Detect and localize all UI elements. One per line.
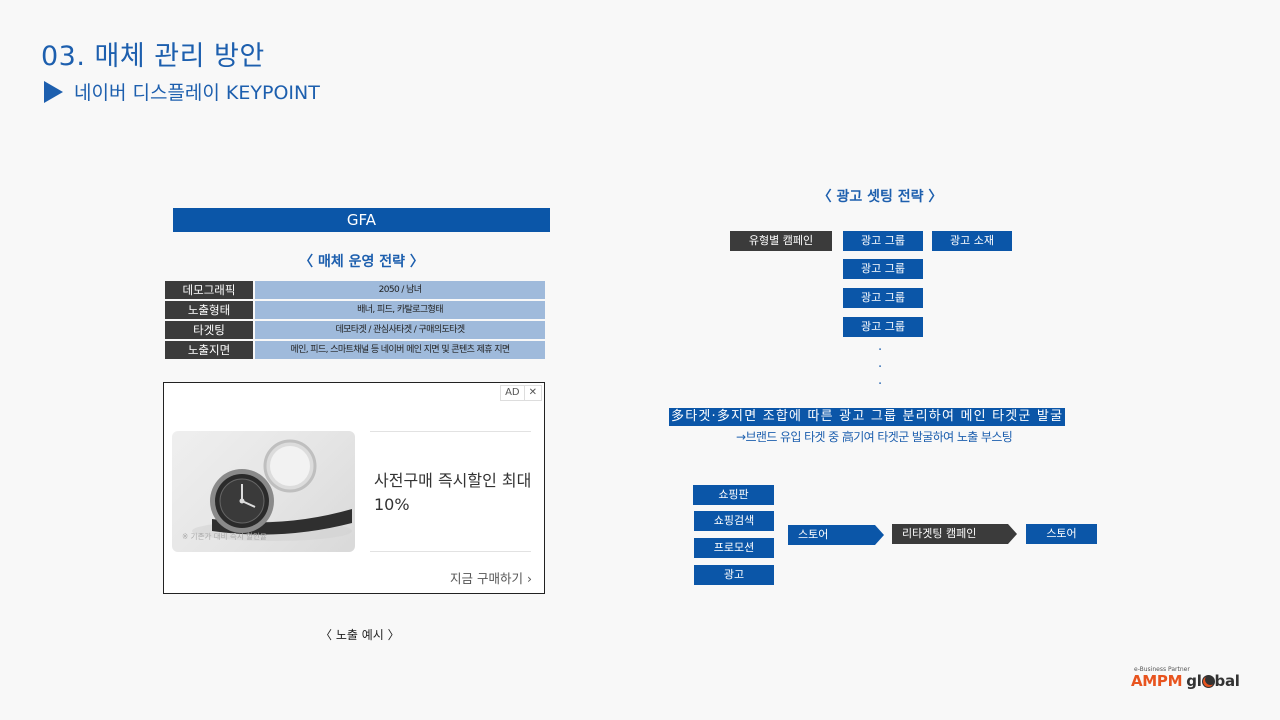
ellipsis-dot: · [878, 343, 883, 358]
strategy-label: 타겟팅 [165, 321, 253, 339]
play-triangle-icon [44, 80, 63, 103]
ampm-global-logo: e-Business Partner AMPM gl bal [1131, 666, 1240, 689]
strategy-value: 배너, 피드, 카탈로그형태 [255, 301, 545, 319]
ad-creative-box: 광고 소재 [932, 231, 1012, 251]
key-strategy-highlight: 多타겟·多지면 조합에 따른 광고 그룹 분리하여 메인 타겟군 발굴 [669, 408, 1066, 426]
gfa-header-bar: GFA [173, 208, 550, 232]
boosting-note: →브랜드 유입 타겟 중 高기여 타겟군 발굴하여 노출 부스팅 [736, 430, 1013, 444]
ellipsis-dot: · [878, 360, 883, 375]
strategy-row: 노출지면 메인, 피드, 스마트채널 등 네이버 메인 지면 및 콘텐츠 제휴 … [165, 341, 545, 359]
buy-now-link[interactable]: 지금 구매하기 › [450, 571, 532, 586]
strategy-row: 데모그래픽 2050 / 남녀 [165, 281, 545, 299]
strategy-value: 2050 / 남녀 [255, 281, 545, 299]
ad-setting-strategy-title: 〈 광고 셋팅 전략 〉 [817, 189, 943, 205]
logo-suffix: gl [1186, 672, 1202, 690]
globe-icon [1201, 674, 1215, 688]
source-shopping-search: 쇼핑검색 [694, 511, 774, 531]
strategy-table: 데모그래픽 2050 / 남녀 노출형태 배너, 피드, 카탈로그형태 타겟팅 … [165, 281, 545, 361]
divider [370, 551, 531, 552]
ellipsis-dot: · [878, 377, 883, 392]
ad-image-caption: ※ 기존가 대비 즉시 할인율 [182, 532, 267, 541]
campaign-type-box: 유형별 캠페인 [730, 231, 832, 251]
logo-brand: AMPM [1131, 672, 1183, 690]
page-subtitle: 네이버 디스플레이 KEYPOINT [44, 78, 320, 105]
logo-tagline: e-Business Partner [1134, 666, 1190, 673]
media-strategy-title: 〈 매체 운영 전략 〉 [299, 254, 424, 270]
ad-badge: AD ✕ [500, 385, 542, 401]
source-ad: 광고 [694, 565, 774, 585]
strategy-label: 노출지면 [165, 341, 253, 359]
strategy-value: 데모타겟 / 관심사타겟 / 구매의도타겟 [255, 321, 545, 339]
logo-wordmark: AMPM gl bal [1131, 673, 1240, 689]
strategy-value: 메인, 피드, 스마트채널 등 네이버 메인 지면 및 콘텐츠 제휴 지면 [255, 341, 545, 359]
ad-headline[interactable]: 사전구매 즉시할인 최대 10% [374, 471, 532, 514]
strategy-row: 타겟팅 데모타겟 / 관심사타겟 / 구매의도타겟 [165, 321, 545, 339]
ad-group-box: 광고 그룹 [843, 231, 923, 251]
divider [370, 431, 531, 432]
store-arrow-box: 스토어 [788, 525, 884, 545]
page-title: 03. 매체 관리 방안 [41, 41, 265, 72]
exposure-example-caption: 〈 노출 예시 〉 [320, 628, 400, 642]
store-destination-box: 스토어 [1026, 524, 1097, 544]
ad-example-card[interactable]: AD ✕ ※ 기존가 대비 즉시 할인율 사전구매 즉시할인 최대 10% 지금… [163, 382, 545, 594]
strategy-row: 노출형태 배너, 피드, 카탈로그형태 [165, 301, 545, 319]
ad-group-box: 광고 그룹 [843, 317, 923, 337]
watch-illustration [192, 439, 352, 541]
strategy-label: 노출형태 [165, 301, 253, 319]
ad-label: AD [505, 387, 520, 398]
retargeting-label: 리타겟팅 캠페인 [902, 527, 977, 540]
close-icon[interactable]: ✕ [523, 386, 541, 400]
logo-suffix-end: bal [1214, 672, 1240, 690]
strategy-label: 데모그래픽 [165, 281, 253, 299]
ad-group-box: 광고 그룹 [843, 288, 923, 308]
store-label: 스토어 [798, 528, 829, 541]
ad-group-box: 광고 그룹 [843, 259, 923, 279]
retargeting-campaign-arrow-box: 리타겟팅 캠페인 [892, 524, 1017, 544]
source-promotion: 프로모션 [694, 538, 774, 558]
subtitle-text: 네이버 디스플레이 KEYPOINT [74, 82, 320, 104]
source-shopping-tab: 쇼핑판 [693, 485, 774, 505]
watch-product-image[interactable]: ※ 기존가 대비 즉시 할인율 [172, 431, 355, 552]
